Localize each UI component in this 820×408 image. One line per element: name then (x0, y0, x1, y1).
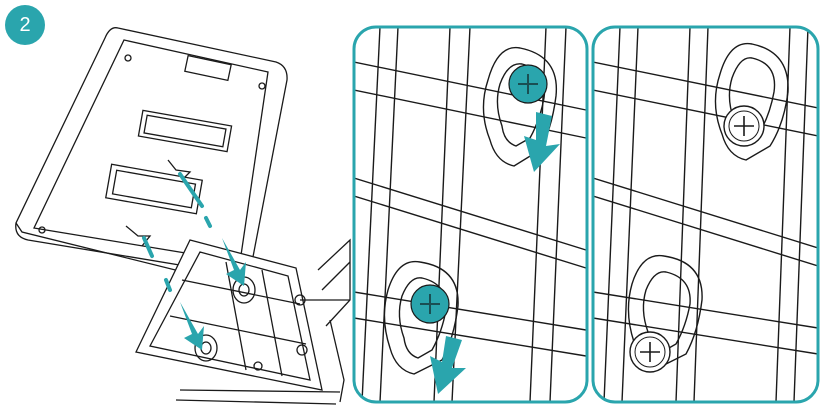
main-assembly-illustration (16, 28, 350, 404)
mounting-plate (16, 28, 287, 284)
detail-panel-before (354, 27, 587, 402)
detail-panel-after (593, 27, 818, 402)
